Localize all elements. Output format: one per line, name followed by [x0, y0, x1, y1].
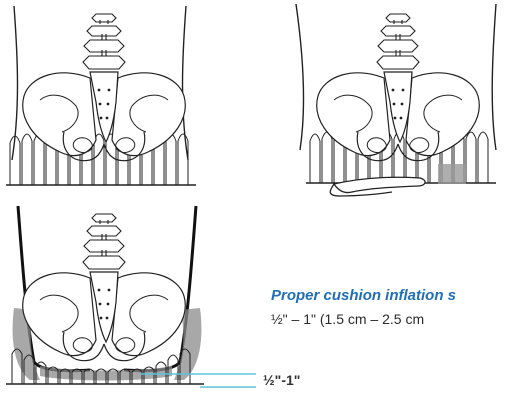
- caption-range: ½" – 1" (1.5 cm – 2.5 cm: [271, 309, 508, 329]
- caption-block: Proper cushion inflation s ½" – 1" (1.5 …: [271, 286, 508, 329]
- cushion-cells-top-left: [6, 134, 196, 185]
- pelvis-top-left: [23, 14, 186, 161]
- pelvis-top-right: [317, 14, 480, 161]
- panel-bottom-left: [6, 206, 256, 387]
- pelvis-bottom-left: [23, 214, 186, 361]
- measurement-label: ½"-1": [263, 372, 300, 388]
- panel-top-left: [6, 6, 196, 185]
- cell-highlight: [438, 164, 466, 184]
- panel-top-right: [296, 4, 496, 196]
- caption-title: Proper cushion inflation s: [271, 286, 508, 306]
